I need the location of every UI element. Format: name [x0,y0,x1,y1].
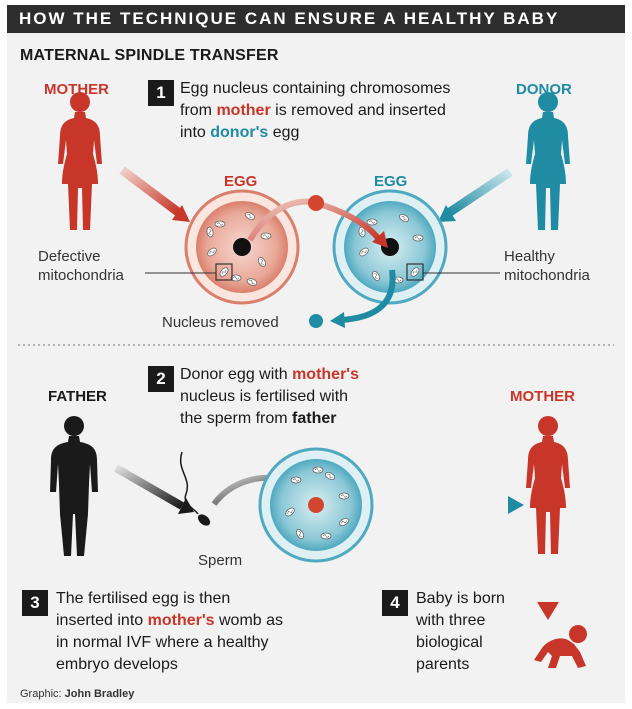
donor-label: DONOR [516,81,572,98]
healthy-mitochondria-label: Healthy mitochondria [504,248,590,284]
mother-label-top: MOTHER [44,81,109,98]
graphic-credit: Graphic: John Bradley [20,688,135,700]
sperm-label: Sperm [198,552,243,569]
removed-nucleus [309,314,323,328]
step-1-text: Egg nucleus containing chromosomes from … [180,80,451,141]
mother-figure-top [58,92,102,230]
mother-figure-bottom [526,416,570,554]
egg-label-right: EGG [374,173,408,190]
defective-mitochondria-label: Defective mitochondria [38,248,124,284]
section-title: MATERNAL SPINDLE TRANSFER [20,47,279,64]
step-3-text: The fertilised egg is then inserted into… [56,590,284,673]
nucleus-removed-label: Nucleus removed [162,314,279,331]
fertilised-egg [258,447,374,563]
content-panel [7,33,625,703]
mother-to-egg-arrow [119,166,181,216]
father-label: FATHER [48,388,107,405]
step-4-badge: 4 [382,590,408,616]
step-2-text: Donor egg with mother's nucleus is ferti… [180,366,359,427]
father-to-sperm-arrow [114,464,184,510]
step-1-badge: 1 [148,80,174,106]
baby-figure [534,625,587,668]
sperm-cell [179,451,211,526]
donor-to-egg-arrow [447,168,513,216]
nucleus-moving [308,195,324,211]
step-4-text: Baby is born with three biological paren… [416,590,505,673]
step-2-badge: 2 [148,366,174,392]
donor-figure [526,92,570,230]
nucleus-removed-arrow [339,269,396,323]
step-3-badge: 3 [22,590,48,616]
mother-label-bottom: MOTHER [510,388,575,405]
egg-label-left: EGG [224,173,258,190]
father-figure [50,416,98,556]
banner-title: HOW THE TECHNIQUE CAN ENSURE A HEALTHY B… [7,5,625,33]
